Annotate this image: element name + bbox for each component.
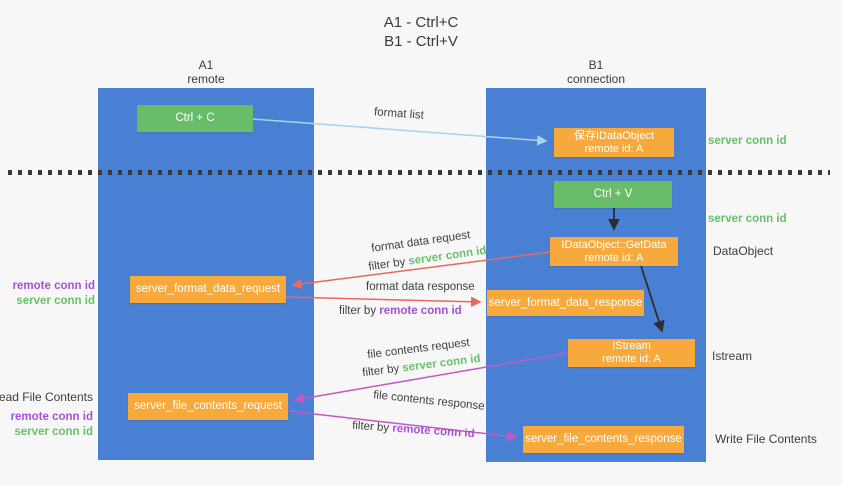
title-line-2: B1 - Ctrl+V bbox=[384, 33, 458, 50]
node-istream-line1: IStream bbox=[612, 340, 651, 352]
label-remote-conn-id-left-2: remote conn id bbox=[10, 411, 93, 423]
node-getdata-line1: IDataObject::GetData bbox=[561, 238, 667, 251]
column-b1-name: B1 bbox=[588, 58, 604, 72]
caption-filter-by-remote-conn-id-1: filter by remote conn id bbox=[339, 305, 462, 317]
node-save-line2: remote id: A bbox=[584, 142, 644, 155]
node-istream: IStream remote id: A bbox=[568, 339, 695, 367]
caption-filter-by-remote-conn-id-2: filter by remote conn id bbox=[352, 420, 475, 441]
column-header-a1: A1 remote bbox=[98, 58, 314, 86]
node-ctrl-v: Ctrl + V bbox=[554, 181, 672, 208]
remote-conn-id-text: remote conn id bbox=[391, 422, 475, 441]
node-ctrl-v-label: Ctrl + V bbox=[593, 188, 633, 200]
node-ctrl-c-label: Ctrl + C bbox=[175, 112, 215, 124]
node-fmt-req-label: server_format_data_request bbox=[135, 283, 281, 295]
label-server-conn-id-left-1: server conn id bbox=[16, 295, 95, 307]
node-ctrl-c: Ctrl + C bbox=[137, 105, 253, 132]
column-header-b1: B1 connection bbox=[486, 58, 706, 86]
node-fmt-resp-label: server_format_data_response bbox=[488, 296, 643, 309]
node-server-file-contents-request: server_file_contents_request bbox=[128, 393, 288, 420]
node-idataobject-getdata: IDataObject::GetData remote id: A bbox=[550, 237, 678, 266]
node-file-resp-label: server_file_contents_response bbox=[525, 433, 682, 445]
label-istream: Istream bbox=[712, 349, 753, 363]
node-server-format-data-response: server_format_data_response bbox=[487, 290, 644, 316]
server-conn-id-text: server conn id bbox=[401, 352, 482, 375]
node-save-line1: 保存IDataObject bbox=[573, 129, 655, 142]
label-dataobject: DataObject bbox=[713, 244, 774, 258]
filter-by-text: filter by bbox=[361, 362, 404, 380]
column-b1-role: connection bbox=[566, 72, 626, 86]
node-getdata-line2: remote id: A bbox=[584, 251, 644, 264]
label-remote-conn-id-left-1: remote conn id bbox=[12, 280, 95, 292]
section-divider-dotted-line bbox=[8, 170, 830, 175]
caption-format-data-response: format data response bbox=[366, 281, 475, 293]
filter-by-text: filter by bbox=[367, 255, 410, 274]
node-file-req-label: server_file_contents_request bbox=[134, 400, 282, 412]
caption-file-contents-response: file contents response bbox=[372, 389, 486, 413]
filter-by-text: filter by bbox=[351, 419, 393, 435]
column-a1-name: A1 bbox=[198, 58, 214, 72]
node-server-format-data-request: server_format_data_request bbox=[130, 276, 286, 303]
title-line-1: A1 - Ctrl+C bbox=[383, 14, 459, 31]
label-write-file-contents: Write File Contents bbox=[715, 432, 817, 446]
node-server-file-contents-response: server_file_contents_response bbox=[523, 426, 684, 453]
diagram-title: A1 - Ctrl+C B1 - Ctrl+V bbox=[0, 13, 842, 51]
filter-by-text: filter by bbox=[339, 305, 380, 317]
remote-conn-id-text: remote conn id bbox=[379, 305, 462, 317]
label-server-conn-id-right-mid: server conn id bbox=[708, 213, 787, 225]
label-read-file-contents: Read File Contents bbox=[0, 390, 93, 404]
caption-format-list: format list bbox=[373, 106, 425, 122]
label-server-conn-id-left-2: server conn id bbox=[14, 426, 93, 438]
label-server-conn-id-right-top: server conn id bbox=[708, 135, 787, 147]
format-data-response-arrow bbox=[285, 296, 482, 308]
node-save-idataobject: 保存IDataObject remote id: A bbox=[554, 128, 674, 157]
node-istream-line2: remote id: A bbox=[602, 353, 661, 365]
column-a1-role: remote bbox=[187, 72, 225, 86]
